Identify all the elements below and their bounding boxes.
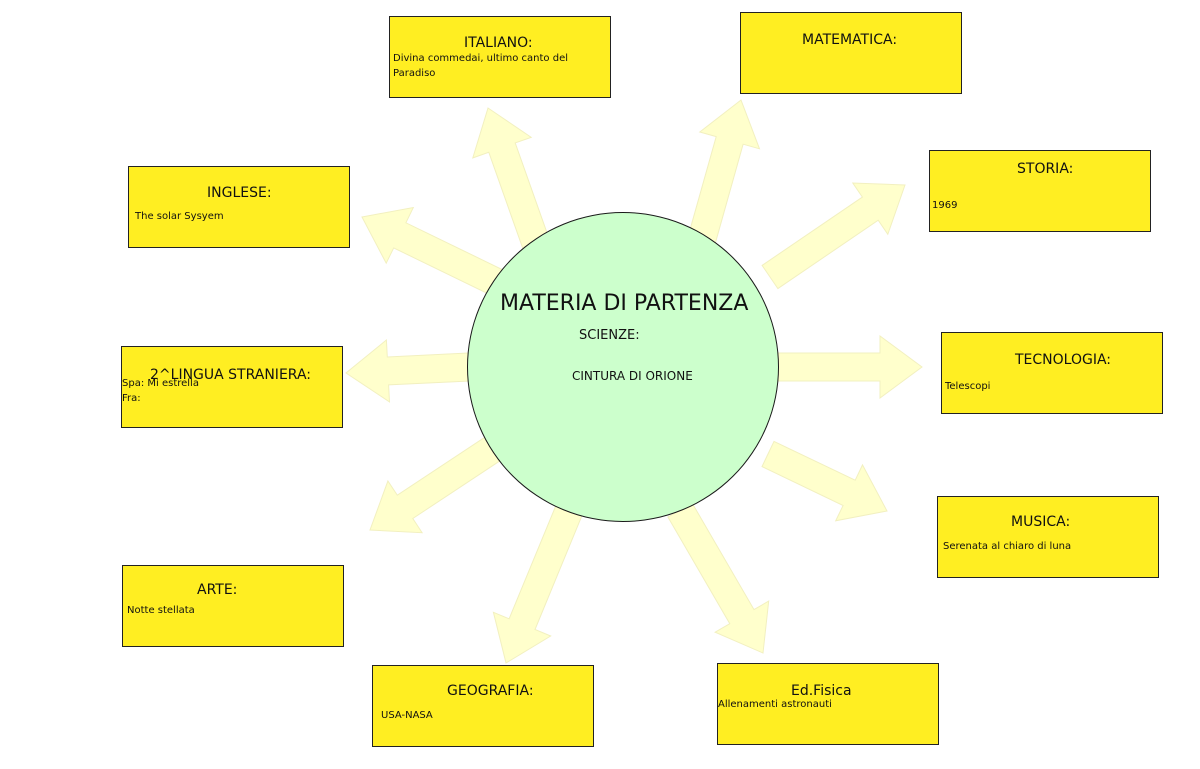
arrow-arte: [369, 433, 506, 534]
box-line: Allenamenti astronauti: [718, 699, 832, 710]
box-title: Ed.Fisica: [791, 683, 852, 699]
box-ed-fisica: Ed.Fisica Allenamenti astronauti: [717, 663, 939, 745]
box-storia: STORIA: 1969: [929, 150, 1151, 232]
box-title: MATEMATICA:: [802, 32, 898, 48]
center-subject: SCIENZE:: [579, 328, 640, 343]
arrow-inglese: [361, 206, 509, 299]
box-line: USA-NASA: [381, 710, 433, 721]
box-lingua-straniera: 2^LINGUA STRANIERA: Spa: Mi estrella Fra…: [121, 346, 343, 428]
center-topic: CINTURA DI ORIONE: [572, 369, 693, 383]
arrow-lingua: [345, 338, 471, 403]
arrow-geografia: [492, 502, 584, 664]
box-matematica: MATEMATICA:: [740, 12, 962, 94]
box-line: Paradiso: [393, 68, 436, 79]
box-geografia: GEOGRAFIA: USA-NASA: [372, 665, 594, 747]
box-line: Divina commedai, ultimo canto del: [393, 53, 568, 64]
box-line: The solar Sysyem: [135, 211, 224, 222]
box-line: Notte stellata: [127, 605, 195, 616]
box-line: Telescopi: [945, 381, 991, 392]
arrow-edfisica: [667, 502, 770, 654]
box-title: INGLESE:: [207, 185, 272, 201]
arrow-tecnologia: [777, 335, 923, 399]
box-tecnologia: TECNOLOGIA: Telescopi: [941, 332, 1163, 414]
box-title: GEOGRAFIA:: [447, 683, 534, 699]
arrow-storia: [761, 182, 906, 290]
box-title: TECNOLOGIA:: [1015, 352, 1112, 368]
box-inglese: INGLESE: The solar Sysyem: [128, 166, 350, 248]
box-line: 1969: [932, 200, 958, 211]
box-line: Fra:: [122, 393, 141, 404]
box-arte: ARTE: Notte stellata: [122, 565, 344, 647]
box-line: Serenata al chiaro di luna: [943, 541, 1072, 552]
box-musica: MUSICA: Serenata al chiaro di luna: [937, 496, 1159, 578]
center-circle: [467, 212, 779, 522]
box-title: STORIA:: [1017, 161, 1074, 177]
box-title: ARTE:: [197, 582, 238, 598]
box-line: Spa: Mi estrella: [122, 378, 199, 389]
arrow-musica: [761, 440, 888, 522]
box-title: 2^LINGUA STRANIERA:: [150, 367, 311, 383]
arrow-italiano: [472, 107, 554, 261]
center-title: MATERIA DI PARTENZA: [500, 291, 749, 316]
box-title: MUSICA:: [1011, 514, 1071, 530]
box-title: ITALIANO:: [464, 35, 533, 51]
box-italiano: ITALIANO: Divina commedai, ultimo canto …: [389, 16, 611, 98]
